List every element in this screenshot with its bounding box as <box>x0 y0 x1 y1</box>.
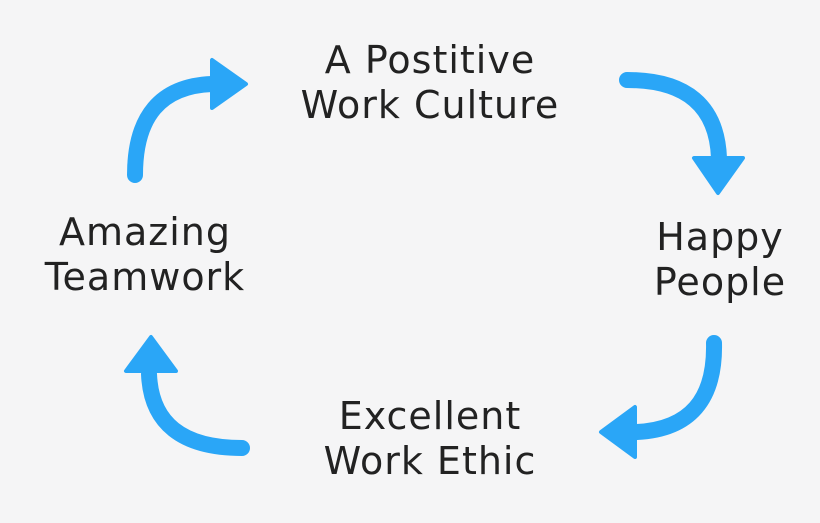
node-left-label: Amazing Teamwork <box>15 210 275 300</box>
node-bottom-line1: Excellent <box>338 394 522 438</box>
arrow-right-to-bottom-icon <box>599 335 723 459</box>
node-left-line1: Amazing <box>58 210 231 254</box>
node-left-line2: Teamwork <box>44 255 246 299</box>
node-bottom-line2: Work Ethic <box>323 439 537 483</box>
node-top-line2: Work Culture <box>300 83 560 127</box>
node-top-line1: A Postitive <box>324 38 536 82</box>
node-right-label: Happy People <box>630 215 810 305</box>
arrow-bottom-to-left-icon <box>124 335 250 456</box>
arrow-top-to-right-icon <box>619 72 745 195</box>
node-top-label: A Postitive Work Culture <box>255 38 605 128</box>
node-right-line1: Happy <box>656 215 784 259</box>
node-right-line2: People <box>653 260 787 304</box>
arrow-left-to-top-icon <box>127 58 248 183</box>
node-bottom-label: Excellent Work Ethic <box>285 394 575 484</box>
